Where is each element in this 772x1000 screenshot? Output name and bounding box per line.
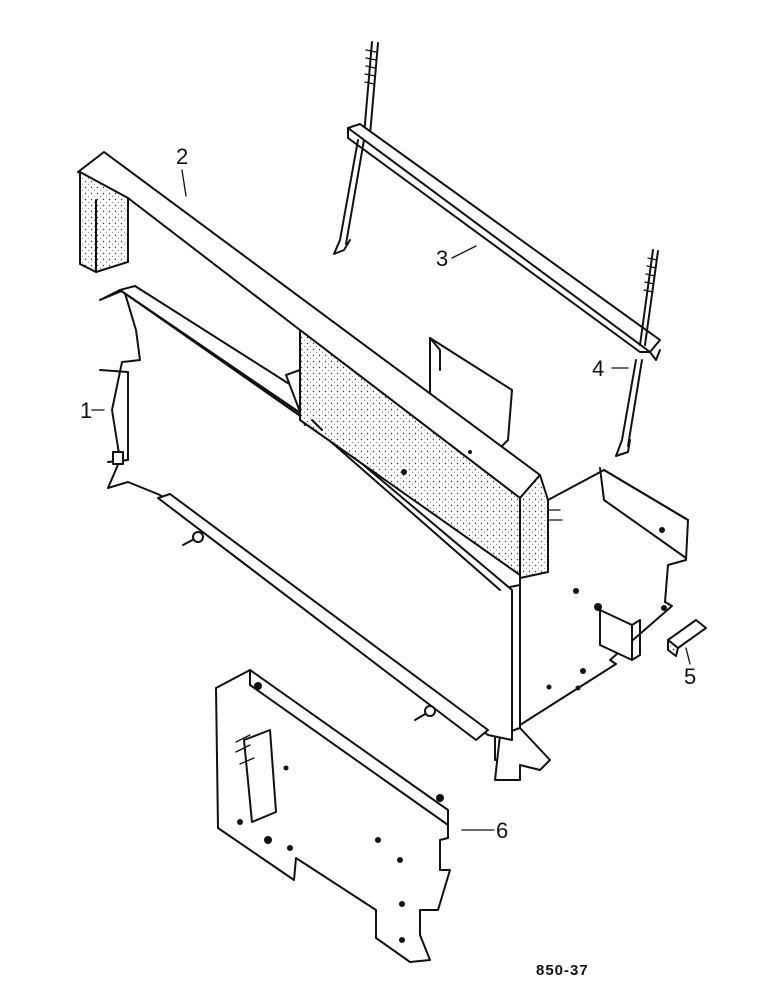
callout-5: 5 — [684, 664, 696, 689]
callout-labels: 1 2 3 4 5 6 — [80, 144, 696, 843]
reference-code: 850-37 — [536, 962, 589, 979]
clamp-bar — [347, 123, 661, 353]
stud-bolt-right — [414, 705, 436, 721]
stud-bolt-left — [182, 531, 204, 546]
hook-bolt-right — [615, 249, 659, 457]
hold-down-frame — [77, 151, 563, 579]
callout-4: 4 — [592, 356, 604, 381]
mounting-plate — [99, 285, 513, 741]
rubber-strip — [667, 619, 707, 657]
callout-1: 1 — [80, 398, 92, 423]
callout-2: 2 — [176, 144, 188, 169]
leader-2 — [181, 169, 187, 197]
leader-lines — [91, 169, 691, 831]
callout-3: 3 — [436, 246, 448, 271]
clamp-bar-assembly — [333, 41, 661, 457]
callout-6: 6 — [496, 818, 508, 843]
leader-5 — [685, 647, 691, 665]
hook-bolt-left — [333, 41, 379, 255]
leader-3 — [451, 245, 477, 259]
support-bracket — [215, 669, 451, 963]
